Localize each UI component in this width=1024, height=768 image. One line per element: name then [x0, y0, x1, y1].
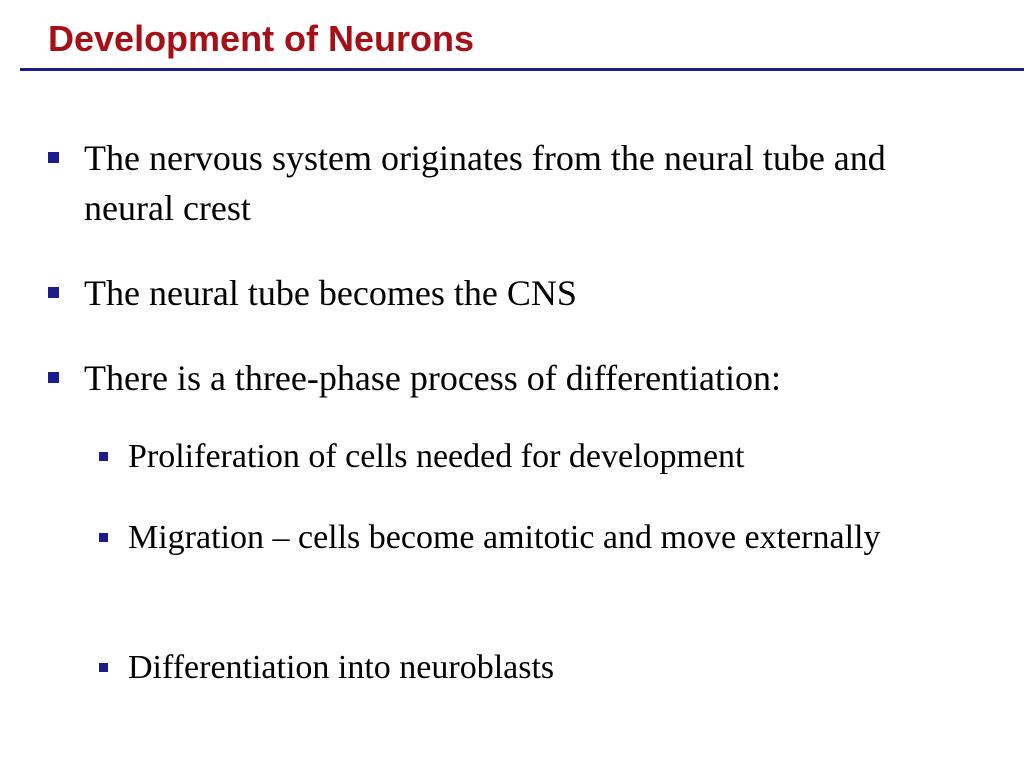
square-bullet-icon: [99, 663, 108, 672]
square-bullet-icon: [48, 372, 59, 383]
sub-bullet-text: Migration – cells become amitotic and mo…: [128, 519, 881, 556]
bullet-text: There is a three-phase process of differ…: [84, 358, 782, 398]
square-bullet-icon: [48, 287, 59, 298]
square-bullet-icon: [99, 533, 108, 542]
square-bullet-icon: [99, 452, 108, 461]
title-divider: [20, 68, 1024, 71]
bullet-text: The neural tube becomes the CNS: [84, 273, 577, 313]
bullet-text: The nervous system originates from the n…: [84, 138, 886, 228]
sub-bullet-text: Differentiation into neuroblasts: [128, 649, 555, 686]
square-bullet-icon: [48, 152, 59, 163]
slide-title: Development of Neurons: [48, 18, 475, 59]
sub-bullet-text: Proliferation of cells needed for develo…: [128, 438, 745, 475]
